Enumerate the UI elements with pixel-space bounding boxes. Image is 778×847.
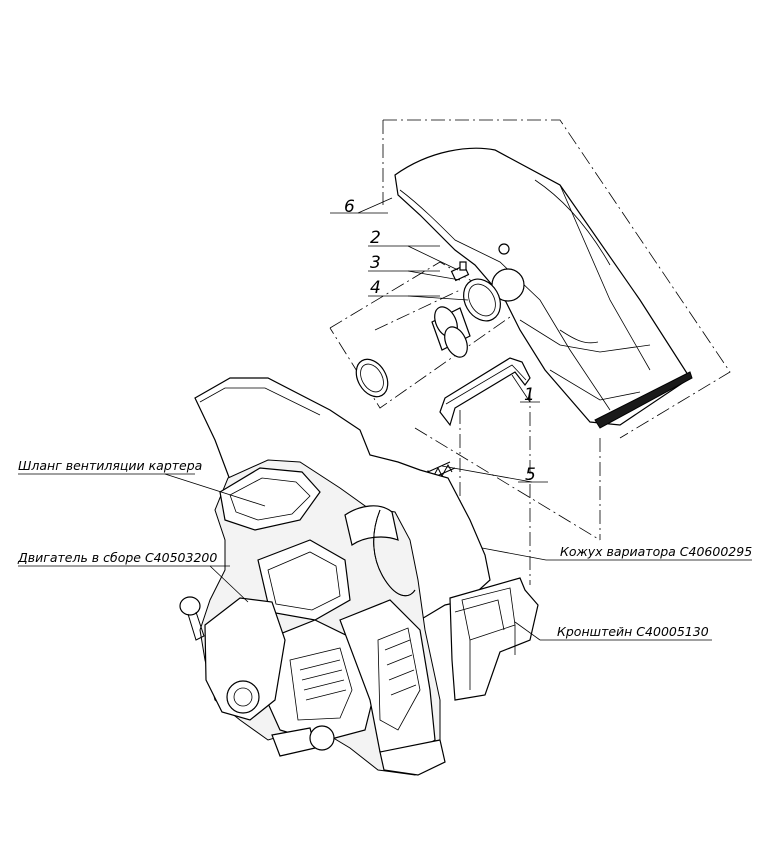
- leader-lines: [18, 197, 752, 641]
- bolt-part-2: [450, 261, 470, 282]
- sleeve: [431, 306, 471, 358]
- callout-4: 4: [370, 278, 381, 298]
- callout-3: 3: [370, 253, 381, 273]
- callout-1: 1: [524, 385, 535, 405]
- seal-part-1: [439, 357, 531, 427]
- callout-5: 5: [525, 465, 536, 485]
- label-engine-assembly: Двигатель в сборе C40503200: [17, 550, 217, 565]
- hose-clamp: [355, 358, 389, 398]
- clamp-ring-part-4: [463, 278, 501, 322]
- callout-2: 2: [370, 228, 381, 248]
- label-bracket: Кронштейн C40005130: [557, 624, 709, 639]
- label-variator-cover: Кожух вариатора C40600295: [560, 544, 752, 559]
- breather-hose: [373, 509, 416, 597]
- engine-assembly: [179, 459, 446, 776]
- variator-cover-part-6: [394, 147, 693, 429]
- bracket-part: [449, 577, 539, 701]
- assembly-boundary-bracket: [414, 388, 601, 600]
- callout-6: 6: [344, 197, 355, 217]
- label-crankcase-vent-hose: Шланг вентиляции картера: [18, 458, 202, 473]
- assembly-boundary-cover: [382, 119, 731, 439]
